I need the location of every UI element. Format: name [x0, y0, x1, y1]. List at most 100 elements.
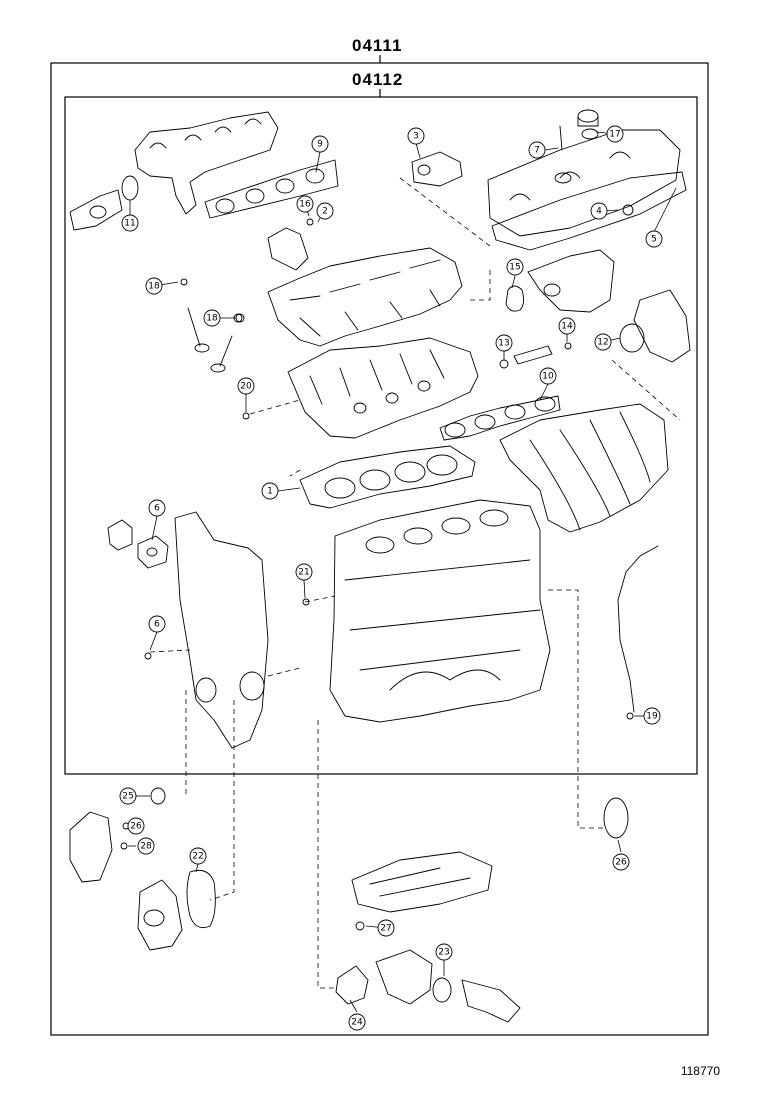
callout-circle: [121, 214, 139, 232]
water-inlet: [375, 949, 521, 1023]
callout-c26b: 26: [612, 853, 630, 871]
callout-number: 17: [609, 130, 620, 140]
callout-number: 24: [351, 1018, 363, 1028]
callout-number: 12: [597, 338, 608, 348]
cylinder-head: [287, 337, 479, 439]
callout-c13: 13: [495, 334, 513, 352]
callout-number: 20: [240, 382, 252, 392]
callout-number: 5: [651, 235, 657, 245]
outer-kit-frame: [50, 62, 709, 1036]
callout-c17: 17: [606, 125, 624, 143]
callout-circle: [148, 499, 166, 517]
callout-c27: 27: [377, 919, 395, 937]
callout-number: 11: [124, 219, 135, 229]
callout-number: 6: [154, 504, 160, 514]
callout-c9: 9: [311, 135, 329, 153]
callout-c11: 11: [121, 214, 139, 232]
callout-c5: 5: [645, 230, 663, 248]
callout-c7: 7: [528, 141, 546, 159]
callout-number: 9: [317, 140, 323, 150]
callout-number: 16: [299, 200, 311, 210]
water-pump-gasket: [186, 869, 216, 929]
valve-pair: [180, 278, 243, 373]
callout-number: 26: [130, 822, 142, 832]
callout-number: 27: [380, 924, 391, 934]
callout-circle: [119, 787, 137, 805]
callout-c20: 20: [237, 377, 255, 395]
callout-number: 22: [192, 852, 203, 862]
callout-circle: [590, 202, 608, 220]
callout-circle: [137, 837, 155, 855]
callout-c28: 28: [137, 837, 155, 855]
callout-circle: [348, 1013, 366, 1031]
callout-group: 1234566791011121314151617181819202122232…: [119, 125, 663, 1031]
callout-circle: [316, 202, 334, 220]
callout-circle: [495, 334, 513, 352]
callout-c21: 21: [295, 563, 313, 581]
callout-circle: [539, 367, 557, 385]
cylinder-block: [329, 499, 551, 723]
callout-circle: [203, 309, 221, 327]
callout-circle: [612, 853, 630, 871]
inlet-gasket: [335, 965, 369, 1005]
callout-circle: [189, 847, 207, 865]
callout-circle: [261, 482, 279, 500]
figure-number: 118770: [680, 1064, 720, 1078]
callout-circle: [558, 317, 576, 335]
callout-number: 28: [140, 842, 152, 852]
callout-number: 15: [509, 263, 520, 273]
callout-circle: [237, 377, 255, 395]
oil-pan: [351, 851, 493, 913]
callout-circle: [311, 135, 329, 153]
leader-lines: [149, 177, 681, 989]
callout-c25: 25: [119, 787, 137, 805]
cylinder-head-gasket: [299, 445, 476, 509]
callout-number: 21: [298, 568, 309, 578]
oil-filler-cap: [559, 109, 599, 151]
callout-number: 18: [206, 314, 218, 324]
callout-number: 23: [438, 948, 449, 958]
callout-circle: [506, 258, 524, 276]
intake-manifold: [499, 403, 669, 533]
callout-c18b: 18: [203, 309, 221, 327]
callout-c19: 19: [643, 707, 661, 725]
callout-number: 13: [498, 339, 509, 349]
outer-kit-number: 04111: [352, 36, 403, 55]
camshaft-bearing-cap: [267, 227, 309, 271]
callout-number: 18: [148, 282, 160, 292]
callout-number: 6: [154, 620, 160, 630]
front-bracket: [107, 519, 169, 569]
callout-circle: [594, 333, 612, 351]
callout-circle: [407, 127, 425, 145]
callout-circle: [645, 230, 663, 248]
callout-c4: 4: [590, 202, 608, 220]
callout-number: 25: [122, 792, 133, 802]
water-pump: [69, 811, 183, 951]
oil-dipstick: [617, 545, 659, 713]
callout-c24: 24: [348, 1013, 366, 1031]
callout-c16: 16: [296, 195, 314, 213]
camshaft-housing: [267, 247, 463, 347]
callout-number: 4: [596, 207, 602, 217]
inner-kit-frame: [64, 96, 698, 775]
small-o-rings: [120, 204, 634, 931]
callout-c14: 14: [558, 317, 576, 335]
exhaust-manifold-gasket: [204, 159, 339, 219]
callout-circle: [145, 277, 163, 295]
callout-c26a: 26: [127, 817, 145, 835]
callout-c2: 2: [316, 202, 334, 220]
exhaust-manifold: [69, 111, 279, 231]
bypass-gasket: [411, 151, 463, 187]
callout-circle: [528, 141, 546, 159]
callout-circle: [295, 563, 313, 581]
callout-circle: [127, 817, 145, 835]
callout-number: 14: [561, 322, 573, 332]
callout-c10: 10: [539, 367, 557, 385]
rear-crank-seal: [603, 797, 629, 839]
callout-circle: [435, 943, 453, 961]
callout-number: 3: [413, 132, 419, 142]
callout-c6a: 6: [148, 499, 166, 517]
callout-c3: 3: [407, 127, 425, 145]
inner-kit-number: 04112: [352, 70, 404, 89]
